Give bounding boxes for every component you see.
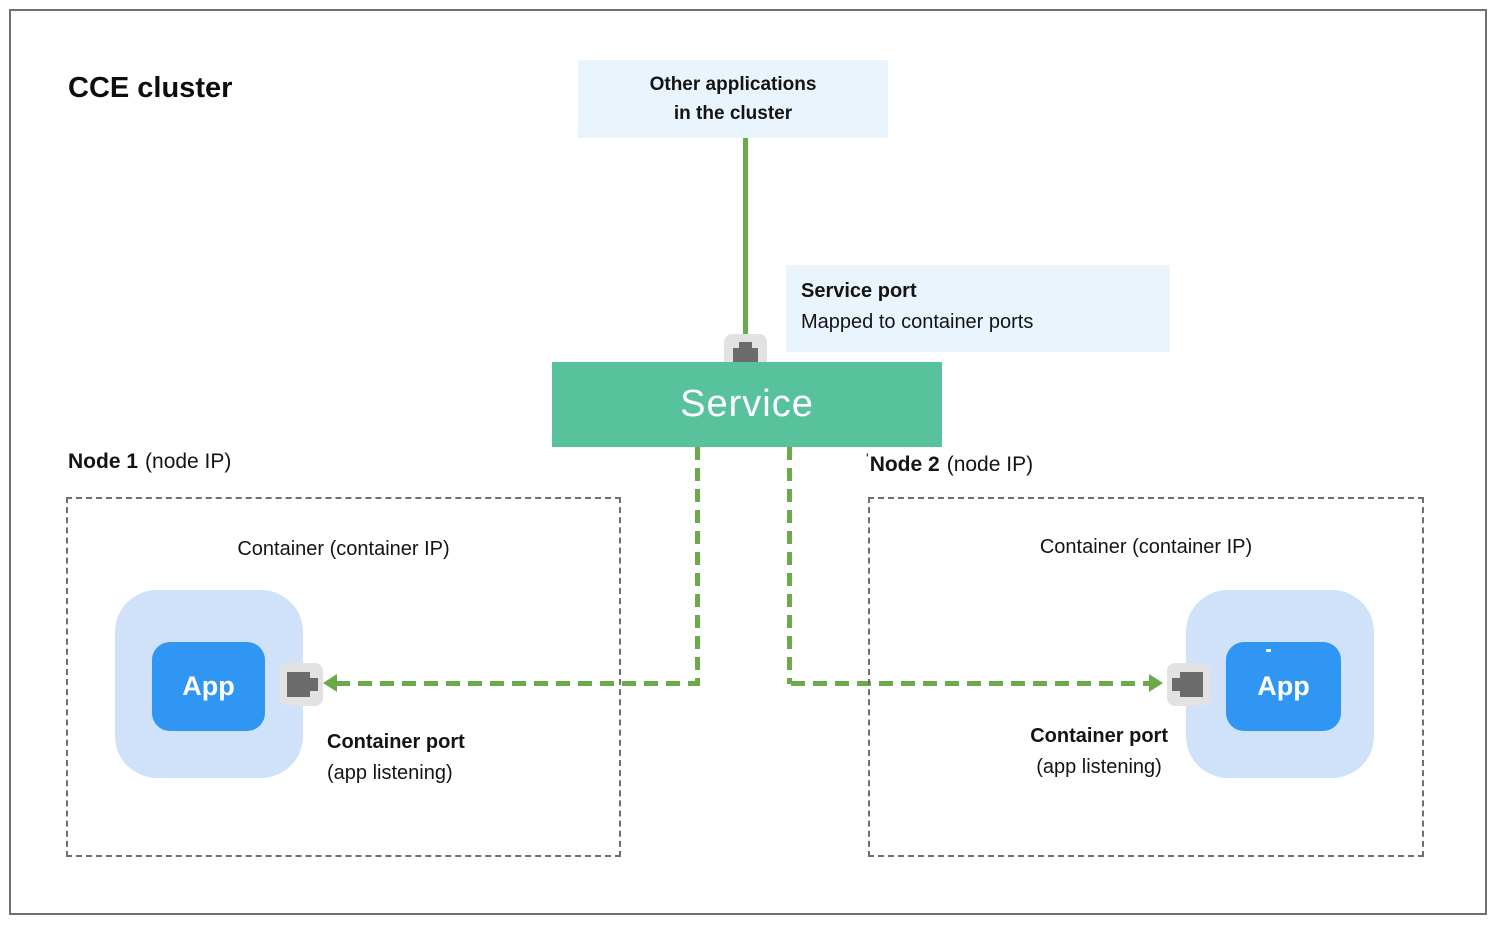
service-to-node1-horizontal-line bbox=[336, 681, 700, 686]
node2-app-label: App bbox=[1257, 671, 1310, 701]
node1-port-title: Container port bbox=[327, 731, 465, 753]
port-tab bbox=[739, 342, 752, 348]
node2-ip: (node IP) bbox=[946, 453, 1034, 476]
node2-stray-tick: ' bbox=[866, 450, 869, 466]
node1-ip: (node IP) bbox=[145, 450, 232, 473]
service-port-subtitle: Mapped to container ports bbox=[801, 311, 1034, 333]
node1-name: Node 1 bbox=[68, 450, 139, 473]
node2-port-subtitle: (app listening) bbox=[1036, 756, 1162, 778]
service-to-node2-vertical-line bbox=[787, 447, 792, 684]
port-body bbox=[1180, 672, 1203, 697]
node2-name: Node 2 bbox=[869, 453, 940, 476]
page-title: CCE cluster bbox=[68, 72, 233, 104]
service-port-title: Service port bbox=[801, 280, 917, 302]
node2-port-title: Container port bbox=[1030, 725, 1168, 747]
node2-app-stray-mark bbox=[1266, 649, 1271, 652]
apps-to-service-line bbox=[743, 138, 748, 335]
cluster-boundary bbox=[9, 9, 1487, 915]
port-tab bbox=[310, 678, 318, 691]
node1-box bbox=[66, 497, 621, 857]
node1-container-port-icon bbox=[280, 663, 323, 706]
other-applications-line2: in the cluster bbox=[673, 103, 793, 124]
node2-app-box: App bbox=[1226, 642, 1341, 731]
arrowhead-to-node1-port bbox=[323, 674, 337, 692]
port-body bbox=[287, 672, 310, 697]
service-label: Service bbox=[680, 383, 814, 425]
node1-container-port-label: Container port (app listening) bbox=[327, 727, 465, 789]
node1-app-box: App bbox=[152, 642, 265, 731]
node2-box bbox=[868, 497, 1424, 857]
node2-label: 'Node 2 (node IP) bbox=[866, 450, 1034, 477]
port-tab bbox=[1172, 678, 1180, 691]
arrowhead-to-node2-port bbox=[1149, 674, 1163, 692]
service-port-label: Service port Mapped to container ports bbox=[786, 265, 1170, 352]
other-applications-box: Other applications in the cluster bbox=[578, 60, 888, 138]
service-box: Service bbox=[552, 362, 942, 447]
other-applications-line1: Other applications bbox=[649, 74, 817, 95]
node1-app-label: App bbox=[182, 671, 235, 701]
node2-container-port-icon bbox=[1167, 663, 1210, 706]
service-to-node2-horizontal-line bbox=[791, 681, 1152, 686]
service-to-node1-vertical-line bbox=[695, 447, 700, 684]
node1-port-subtitle: (app listening) bbox=[327, 762, 453, 784]
node2-container-port-label: Container port (app listening) bbox=[968, 721, 1168, 783]
node2-container-label: Container (container IP) bbox=[1039, 536, 1253, 558]
node1-label: Node 1 (node IP) bbox=[68, 450, 231, 474]
node1-container-label: Container (container IP) bbox=[237, 538, 450, 560]
